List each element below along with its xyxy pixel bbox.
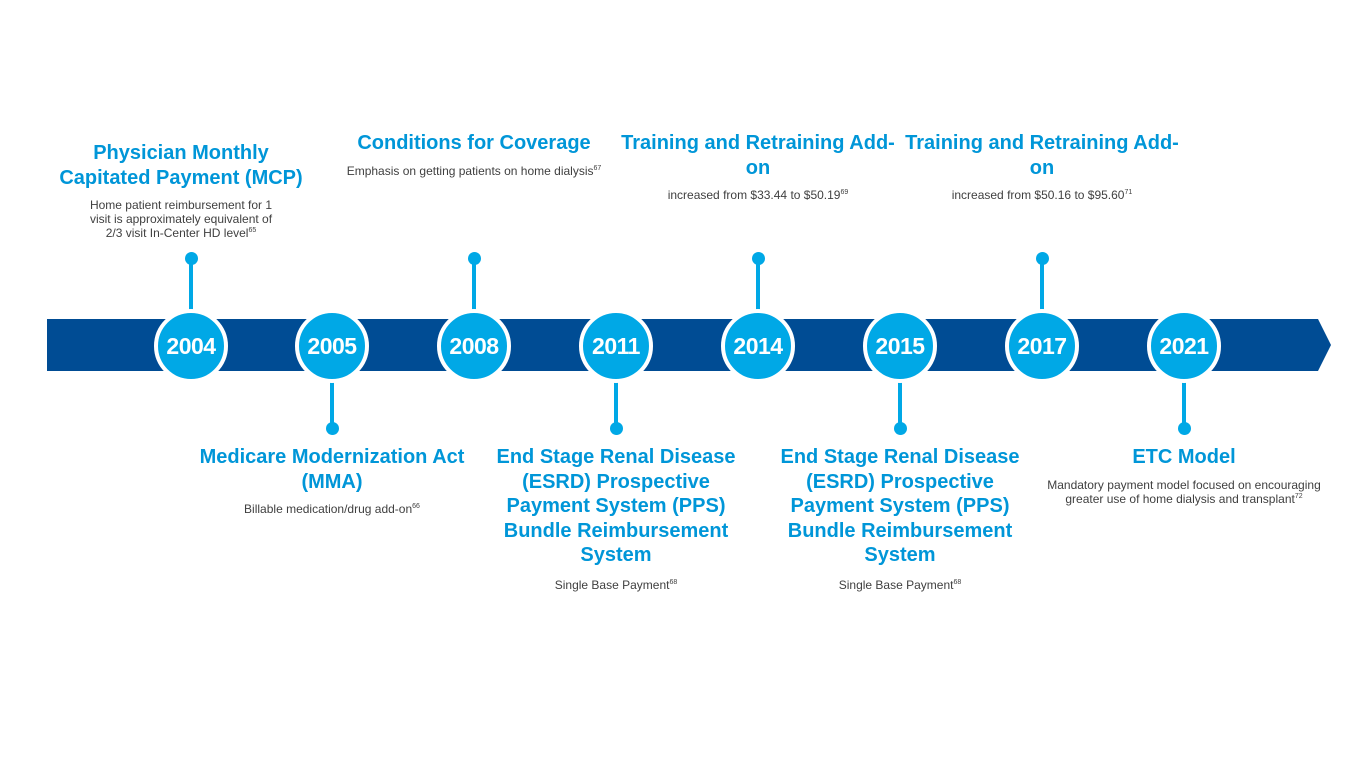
year-marker: 2017 <box>1005 309 1079 383</box>
footnote-ref: 69 <box>840 189 849 196</box>
year-marker: 2005 <box>295 309 369 383</box>
event-title: End Stage Renal Disease (ESRD) Prospecti… <box>496 446 736 566</box>
event-description: increased from $33.44 to $50.1969 <box>618 188 898 202</box>
event-title: Conditions for Coverage <box>357 132 591 154</box>
event-description-text: increased from $50.16 to $95.60 <box>951 188 1125 202</box>
year-marker: 2014 <box>721 309 795 383</box>
year-marker: 2008 <box>437 309 511 383</box>
event-description-text: Single Base Payment <box>554 577 670 592</box>
event-description-text: Single Base Payment <box>838 577 954 592</box>
timeline-event: Physician Monthly Capitated Payment (MCP… <box>51 141 311 240</box>
timeline-bar <box>47 319 1318 371</box>
event-description: Billable medication/drug add-on66 <box>192 502 472 516</box>
footnote-ref: 68 <box>669 578 678 586</box>
footnote-ref: 65 <box>248 227 257 234</box>
footnote-ref: 68 <box>953 578 962 586</box>
timeline-dot <box>751 252 765 265</box>
event-title: Medicare Modernization Act (MMA) <box>199 446 465 493</box>
footnote-ref: 67 <box>593 164 602 172</box>
event-title: End Stage Renal Disease (ESRD) Prospecti… <box>780 446 1020 566</box>
event-title: Physician Monthly Capitated Payment (MCP… <box>59 142 303 189</box>
year-marker: 2015 <box>863 309 937 383</box>
year-marker: 2011 <box>579 309 653 383</box>
year-marker: 2021 <box>1147 309 1221 383</box>
event-description-text: Billable medication/drug add-on <box>244 502 413 516</box>
event-description: Emphasis on getting patients on home dia… <box>334 164 614 178</box>
timeline-dot <box>325 422 339 435</box>
timeline-connector <box>472 258 476 314</box>
event-description-text: Emphasis on getting patients on home dia… <box>346 163 594 178</box>
year-marker: 2004 <box>154 309 228 383</box>
event-description-text: Mandatory payment model focused on encou… <box>1047 477 1321 506</box>
footnote-ref: 71 <box>1124 189 1133 196</box>
timeline-dot <box>184 252 198 265</box>
timeline-connector <box>756 258 760 314</box>
timeline-dot <box>1177 422 1191 435</box>
event-description: Home patient reimbursement for 1 visit i… <box>81 198 281 240</box>
event-description-text: increased from $33.44 to $50.19 <box>667 188 841 202</box>
timeline-dot <box>609 422 623 435</box>
timeline-event: End Stage Renal Disease (ESRD) Prospecti… <box>760 445 1040 592</box>
event-title: Training and Retraining Add-on <box>621 132 895 179</box>
timeline-event: Training and Retraining Add-on increased … <box>902 131 1182 202</box>
timeline-connector <box>898 372 902 428</box>
footnote-ref: 72 <box>1294 492 1303 500</box>
timeline-connector <box>1182 372 1186 428</box>
timeline-connector <box>189 258 193 314</box>
event-description: Single Base Payment68 <box>476 578 756 592</box>
timeline-connector <box>1040 258 1044 314</box>
footnote-ref: 66 <box>412 503 420 510</box>
timeline-event: Medicare Modernization Act (MMA) Billable… <box>192 445 472 516</box>
event-description: increased from $50.16 to $95.6071 <box>902 188 1182 202</box>
event-description: Single Base Payment68 <box>760 578 1040 592</box>
event-description: Mandatory payment model focused on encou… <box>1039 478 1329 506</box>
timeline-event: Training and Retraining Add-on increased … <box>618 131 898 202</box>
event-description-text: Home patient reimbursement for 1 visit i… <box>89 198 273 240</box>
timeline-dot <box>467 252 481 265</box>
timeline-arrow-tip <box>1318 319 1331 371</box>
event-title: Training and Retraining Add-on <box>905 132 1179 179</box>
timeline-connector <box>614 372 618 428</box>
timeline-dot <box>1035 252 1049 265</box>
timeline-dot <box>893 422 907 435</box>
event-title: ETC Model <box>1132 446 1236 468</box>
timeline-event: End Stage Renal Disease (ESRD) Prospecti… <box>476 445 756 592</box>
timeline-connector <box>330 372 334 428</box>
